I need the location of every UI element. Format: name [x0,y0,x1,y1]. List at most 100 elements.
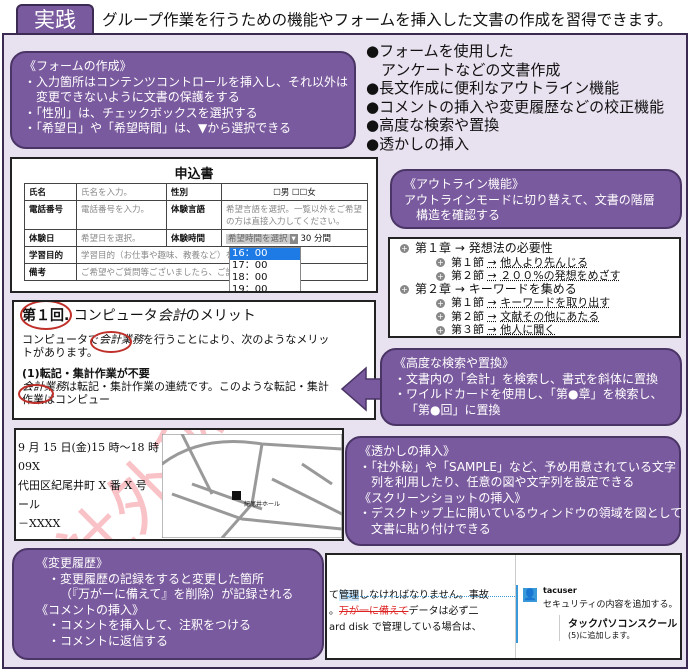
expand-icon[interactable]: + [400,244,409,253]
feature-item: ●コメントの挿入や変更履歴などの校正機能 [366,97,665,116]
search-callout: 《高度な検索や置換》 ・文書内の「会計」を検索し、書式を斜体に置換 ・ワイルドカ… [380,348,682,426]
expand-icon[interactable]: + [436,325,445,335]
text: て [329,590,339,601]
outline-item[interactable]: +第１節 → キーワードを取り出す [400,296,679,310]
expand-icon[interactable]: + [436,258,445,267]
text: コンピュータ [73,308,158,324]
outline-item[interactable]: +第１章 → 発想法の必要性 [400,241,679,256]
text: コンピュータで [22,333,99,346]
outline-item[interactable]: +第２章 → キーワードを集める [400,281,679,297]
time-dropdown[interactable]: 希望時間を選択 [226,234,290,244]
callout-line: 列を利用したり、任意の図や文字列を設定できる [371,475,635,489]
callout-heading: 《スクリーンショットの挿入》 [359,490,527,505]
text: 代田区紀尾井町 X 番 X 号 [18,479,147,492]
commented-text[interactable]: 管理 [339,590,359,601]
callout-heading: 《変更履歴》 [36,556,109,570]
callout-line: ・「性別」は、チェックボックスを選択する [24,105,258,120]
expand-icon[interactable]: + [436,298,445,308]
comment-document: て管理しなければなりません。事故 。万が一に備えてデータは必ず二 ard dis… [325,553,682,660]
callout-line: 構造を確認する [416,208,501,222]
callout-heading: 《高度な検索や置換》 [394,356,515,370]
expand-icon[interactable]: + [436,312,445,321]
callout-line: ・文書内の「会計」を検索し、書式を斜体に置換 [394,371,659,386]
callout-line: 文書に貼り付けできる [371,521,491,536]
text: → [487,309,497,323]
text: 氏名 [24,183,77,201]
time-option[interactable]: 19：00 [232,284,268,293]
text: → [487,296,497,309]
time-option[interactable]: 17：00 [232,260,268,271]
form-document: 申込書 氏名氏名を入力。性別☐男 ☐☐女 電話番号電話番号を入力。体験言語希望言… [10,157,378,293]
text: タックパソコンスクール [568,619,678,630]
text: 9 月 15 日(金)15 時～18 時 [18,441,160,454]
text: を行うことにより、次のようなメリットがあります。 [22,333,330,359]
text: 備考 [24,263,77,281]
gender-checkbox[interactable]: ☐男 ☐☐女 [221,183,368,201]
text: キーワードを集める [468,281,577,296]
outline-item[interactable]: + 第２節 → 文献その他にあたる [400,310,679,324]
text: → [487,255,497,269]
notes-field[interactable]: ご希望やご質問等ございましたら、ご記 [76,263,368,281]
time-option[interactable]: 18：00 [232,272,268,283]
form-title: 申込書 [174,167,214,182]
comment-author: tacuser [543,586,577,595]
text: 会計 [157,308,186,324]
outline-item[interactable]: + 第１節 → 他人より先んじる [400,256,679,270]
text: 学習目的 [24,246,77,264]
time-option[interactable]: 16：00 [230,248,300,260]
time-options: 16：00 17：00 18：00 19：00 [229,247,301,293]
text: → [487,269,497,282]
deleted-text[interactable]: 万が一に備えて [339,606,409,617]
text: 第２節 [451,269,484,282]
text: 第１章 [415,241,452,255]
text: 他人に聞く [500,323,556,336]
text: 体験時間 [166,229,222,247]
outline-item[interactable]: +第２節 → ２００%の発想をめざす [400,269,679,283]
language-field[interactable]: 希望言語を選択。一覧以外をご希望の方は直接入力してください。 [221,200,368,230]
outline-item[interactable]: +第３節 → 他人に聞く [400,323,679,336]
callout-line: アウトラインモードに切り替えて、文書の階層 [404,192,655,207]
text: 他人より先んじる [500,255,588,269]
text: 。 [329,606,339,617]
purpose-field[interactable]: 学習目的（お仕事や趣味、教養など）を [76,246,368,264]
callout-line: ・コメントに返信する [48,633,169,648]
search-document: 第１回. コンピュータ会計のメリット コンピュータで会計業務を行うことにより、次… [12,300,376,420]
text: 体験言語 [166,200,222,230]
text: 電話番号 [24,200,77,230]
callout-line: 「第●回」に置換 [406,402,501,417]
text: → [487,323,497,336]
text: 文献その他にあたる [500,309,600,323]
text: 第１節 [451,296,484,309]
watermark-callout: 《透かしの挿入》 ・「社外秘」や「SAMPLE」など、予め用意されている文字 列… [345,436,682,546]
map-image: 紀尾井ホール [162,434,342,538]
outline-document: +第１章 → 発想法の必要性+第１節 → 他人より先んじる+第２節 → ２００%… [388,237,681,338]
text: 第２節 [451,309,484,323]
text: (1)転記・集計作業が不要 [22,367,150,380]
text: 第１節 [451,255,484,269]
feature-list: ●フォームを使用した アンケートなどの文書作成 ●長文作成に便利なアウトライン機… [366,42,664,153]
chevron-down-icon[interactable]: ▾ [289,234,298,244]
text: は転記・集計作業の連続です。このような転記・集計作業はコンピュー [22,380,329,406]
comment-text[interactable]: セキュリティの内容を追加する。 [543,600,678,610]
callout-heading: 《コメントの挿入》 [36,602,145,617]
callout-line: ・コメントを挿入して、注釈をつける [48,618,252,632]
text: 09X [18,460,40,473]
feature-item: ●長文作成に便利なアウトライン機能 [366,79,620,97]
text: → [454,241,465,255]
callout-line: ・入力箇所はコンテンツコントロールを挿入し、それ以外は [24,74,349,89]
comment-reply[interactable]: タックパソコンスクール (5)に追加します。 [559,615,677,641]
date-field[interactable]: 希望日を選択。 [76,229,167,247]
form-table: 氏名氏名を入力。性別☐男 ☐☐女 電話番号電話番号を入力。体験言語希望言語を選択… [24,183,368,281]
expand-icon[interactable]: + [400,284,409,294]
callout-heading: 《フォームの作成》 [24,59,132,73]
feature-item: ●高度な検索や置換 [366,116,500,134]
callout-heading: 《アウトライン機能》 [404,177,525,191]
phone-field[interactable]: 電話番号を入力。 [76,200,167,230]
name-field[interactable]: 氏名を入力。 [76,183,167,201]
expand-icon[interactable]: + [436,271,445,281]
text: → [454,281,465,296]
outline-callout: 《アウトライン機能》 アウトラインモードに切り替えて、文書の階層 構造を確認する [390,169,682,229]
text: 紀尾井ホール [244,500,280,508]
text: ard disk で管理している場合は、 [329,622,482,633]
